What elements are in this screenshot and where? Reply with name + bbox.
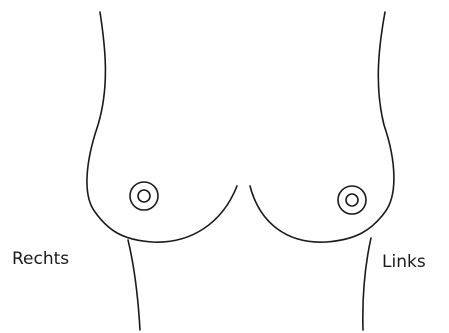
right-torso-outline bbox=[87, 12, 237, 242]
left-areola-outer bbox=[338, 186, 366, 214]
left-side-contour bbox=[363, 238, 371, 330]
label-links: Links bbox=[382, 252, 426, 272]
label-rechts: Rechts bbox=[12, 249, 69, 269]
right-side-contour bbox=[128, 240, 140, 330]
left-nipple-areola bbox=[338, 186, 366, 214]
left-nipple bbox=[346, 194, 358, 206]
right-nipple bbox=[138, 190, 150, 202]
right-nipple-areola bbox=[130, 182, 158, 210]
right-areola-outer bbox=[130, 182, 158, 210]
left-torso-outline bbox=[250, 12, 394, 242]
